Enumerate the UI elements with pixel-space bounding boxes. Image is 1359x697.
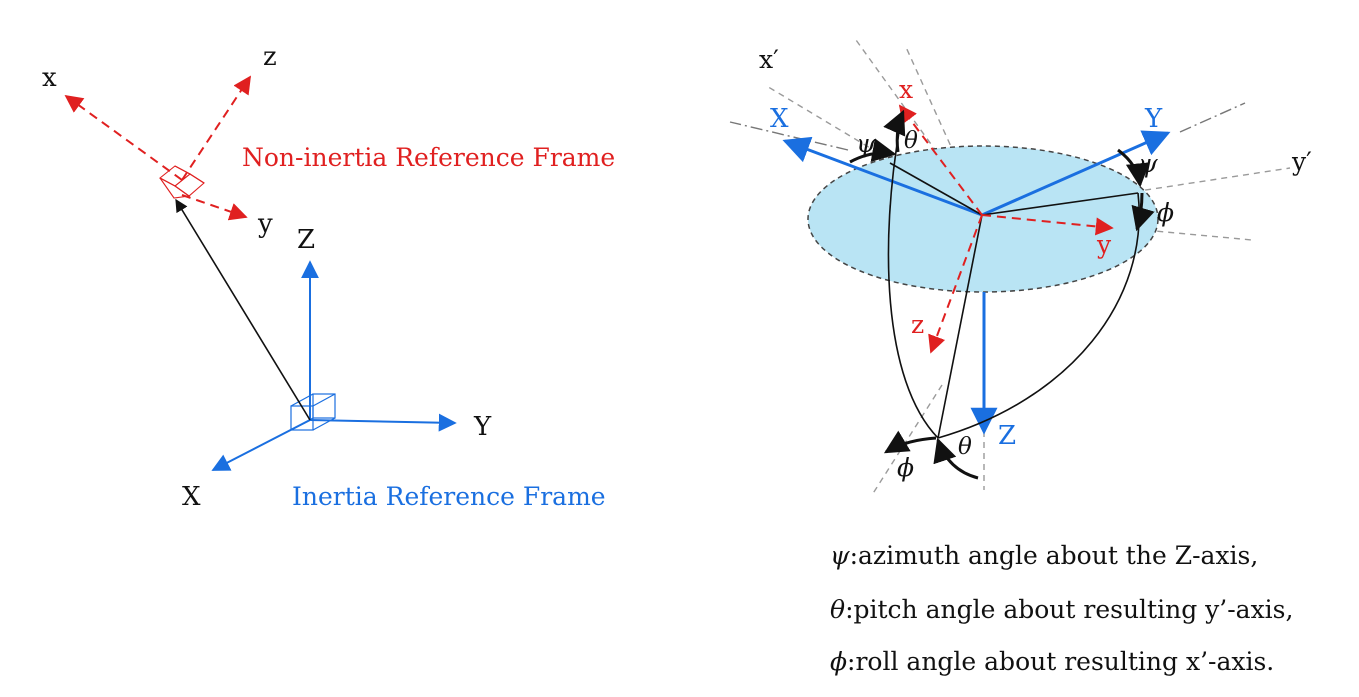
legend-item-phi: ϕ:roll angle about resulting x’-axis. [830, 647, 1274, 676]
right-inertial-x-axis [782, 136, 983, 217]
phi-label-bottom: ϕ [897, 453, 914, 482]
psi-arc-left [849, 138, 897, 164]
right-panel: X Y Z x y z x′ y′ ψ θ ψ ϕ θ [729, 39, 1312, 496]
right-inertial-y-axis [981, 130, 1171, 217]
body-z-label: z [263, 42, 277, 72]
body-y-axis [181, 194, 248, 221]
right-body-y-axis [981, 214, 1114, 236]
y-prime-label: y′ [1291, 147, 1312, 176]
theta-arc-top [883, 109, 906, 153]
inertial-y-label: Y [473, 412, 492, 442]
x-prime-label: x′ [759, 45, 779, 74]
right-body-y-label: y [1096, 230, 1112, 259]
dash-dot-lines [729, 102, 1246, 151]
right-inertial-z-label: Z [998, 421, 1016, 451]
right-body-z-label: z [911, 310, 924, 339]
legend-item-psi: ψ:azimuth angle about the Z-axis, [830, 541, 1258, 570]
body-origin-cube [159, 165, 205, 199]
legend-item-theta: θ:pitch angle about resulting y’-axis, [830, 595, 1293, 624]
inertial-x-axis [211, 419, 311, 471]
construction-lines [887, 125, 1140, 439]
psi-label-left: ψ [856, 129, 876, 158]
body-y-label: y [257, 209, 273, 239]
phi-arc-right [1131, 192, 1155, 232]
right-body-x-label: x [899, 75, 913, 104]
right-inertial-x-label: X [770, 104, 789, 134]
inertial-z-label: Z [297, 225, 315, 255]
theta-label-top: θ [904, 128, 918, 154]
angle-legend: ψ:azimuth angle about the Z-axis, θ:pitc… [830, 541, 1293, 676]
non-inertia-frame-label: Non-inertia Reference Frame [242, 143, 615, 172]
phi-label-right: ϕ [1157, 198, 1174, 227]
left-panel: Z Y X x z y Non-inertia Reference Frame … [42, 42, 615, 512]
phi-arc-bottom [883, 430, 937, 454]
theta-arc-bottom [933, 437, 979, 480]
psi-label-right: ψ [1138, 149, 1158, 178]
position-vector [175, 198, 311, 421]
body-x-label: x [42, 63, 57, 93]
theta-label-bottom: θ [958, 434, 972, 460]
body-z-axis [181, 75, 251, 181]
inertia-frame-label: Inertia Reference Frame [292, 482, 606, 511]
right-body-x-axis [898, 104, 983, 216]
body-x-axis [64, 94, 183, 181]
right-body-z-axis [928, 214, 983, 354]
right-inertial-y-label: Y [1144, 104, 1163, 134]
psi-arc-right [1117, 148, 1150, 188]
inertial-y-axis [309, 413, 457, 432]
inertial-x-label: X [182, 482, 201, 512]
